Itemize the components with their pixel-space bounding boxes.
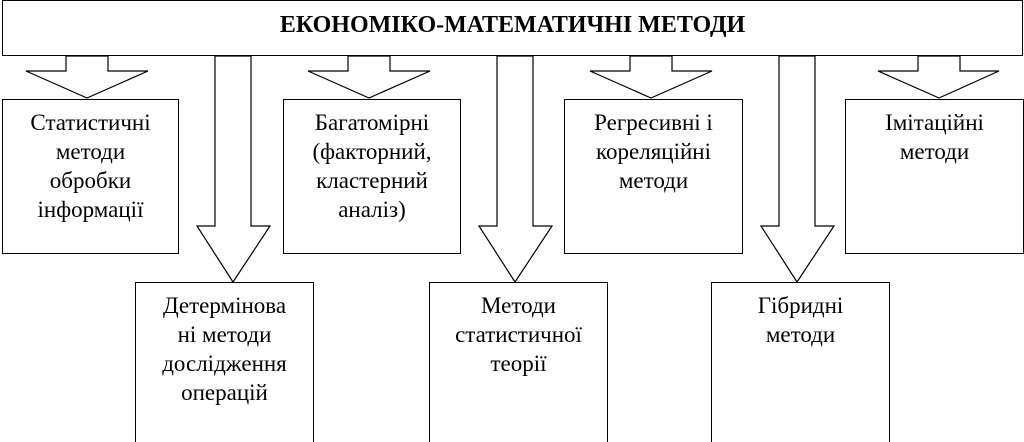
arrow-to-statistical-theory-methods (477, 55, 554, 284)
arrow-to-hybrid-methods (759, 55, 836, 284)
arrow-to-statistical-methods (25, 55, 149, 99)
box-hybrid-methods: Гібридні методи (711, 282, 890, 442)
box-multidimensional-analysis: Багатомірні (факторний, кластерний аналі… (283, 99, 461, 254)
arrow-to-simulation-methods (877, 55, 1000, 99)
box-simulation-methods: Імітаційні методи (845, 99, 1024, 254)
arrow-to-multidimensional-methods (307, 55, 431, 99)
arrow-to-regression-methods (589, 55, 713, 99)
box-regression-correlation-methods: Регресивні і кореляційні методи (564, 99, 743, 254)
diagram-title: ЕКОНОМІКО-МАТЕМАТИЧНІ МЕТОДИ (2, 0, 1023, 56)
box-deterministic-operations-research: Детермінова ні методи дослідження операц… (135, 282, 314, 442)
box-statistical-processing-methods: Статистичні методи обробки інформації (2, 99, 179, 254)
arrow-to-deterministic-methods (195, 55, 272, 284)
box-statistical-theory-methods: Методи статистичної теорії (429, 282, 608, 442)
